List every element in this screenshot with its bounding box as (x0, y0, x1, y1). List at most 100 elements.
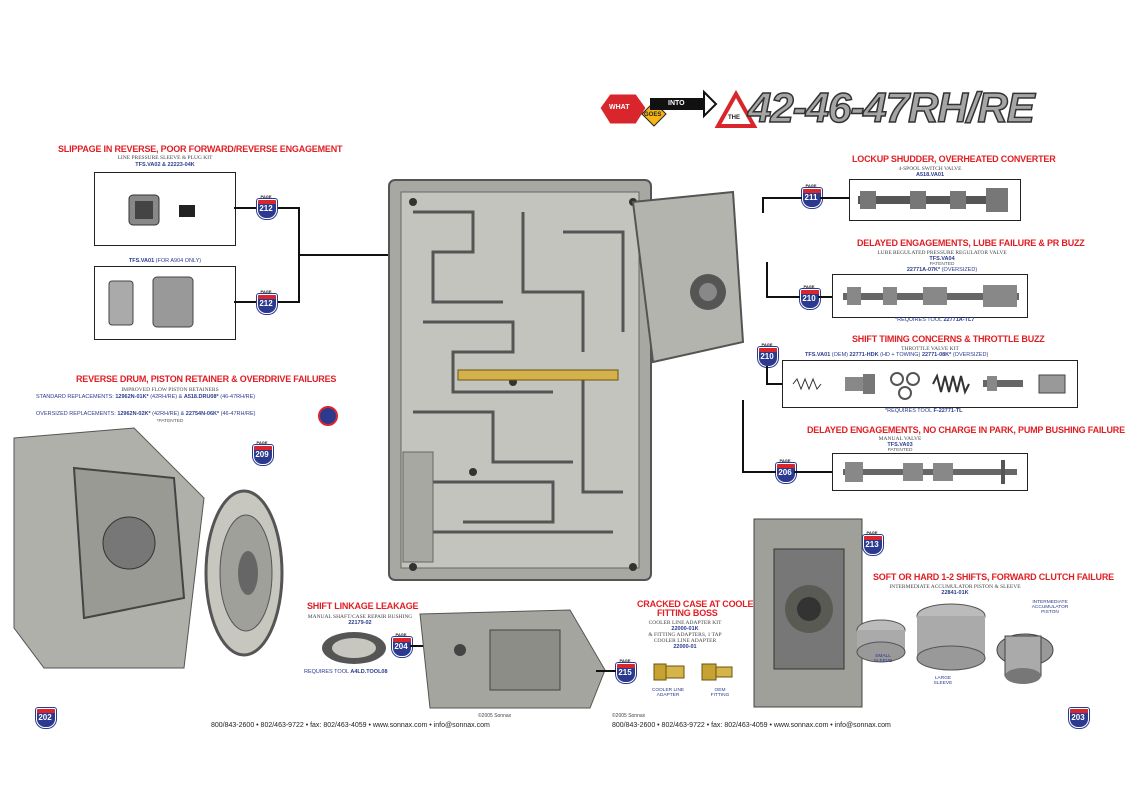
label-line: SMALL (875, 654, 891, 659)
accumulator-parts-image (856, 603, 1054, 684)
throttle-valve-kit-image (792, 372, 1066, 400)
std-replacements: STANDARD REPLACEMENTS: 12962N-01K* (42RH… (36, 394, 255, 400)
badge-label: PAGE (395, 632, 407, 637)
over-replacements: OVERSIZED REPLACEMENTS: 12962N-02K* (42R… (36, 411, 256, 417)
sign-the: THE (728, 115, 740, 121)
label-line: ADAPTER (656, 693, 680, 698)
accumulator-case-image (753, 518, 863, 708)
over-note-a: (42RH/RE) & (152, 411, 185, 417)
delayed-park-part-box (832, 453, 1028, 491)
cooler-fittings-image (653, 663, 733, 681)
delayed-park-heading: DELAYED ENGAGEMENTS, NO CHARGE IN PARK, … (807, 425, 1125, 435)
over-label: OVERSIZED REPLACEMENTS: (36, 411, 116, 417)
over-note-b: (46-47RH/RE) (220, 411, 256, 417)
connector-line (276, 207, 298, 209)
right-footer: 800/843-2600 • 802/463-9722 • fax: 802/4… (612, 722, 891, 729)
reverse-drum-desc: IMPROVED FLOW PISTON RETAINERS (121, 387, 219, 393)
slippage-part2-pn: TFS.VA01 (128, 258, 155, 264)
cracked-desc3: COOLER LINE ADAPTER (653, 638, 717, 644)
page-badge-215[interactable]: PAGE 215 (616, 658, 636, 683)
slippage-part2-note: (FOR A904 ONLY) (155, 258, 202, 264)
page-number-text: 202 (38, 713, 52, 722)
delayed-lube-pn: TFS.VA04 (929, 256, 955, 262)
shift-linkage-heading: SHIFT LINKAGE LEAKAGE (307, 601, 419, 611)
oem-fitting-label: OEM FITTING (700, 688, 740, 698)
shift-timing-desc: THROTTLE VALVE KIT (901, 346, 959, 352)
large-sleeve-label: LARGE SLEEVE (918, 676, 968, 686)
manual-valve-image (843, 460, 1017, 484)
badge-number: 212 (259, 299, 273, 308)
what-goes-into-signs (599, 89, 758, 128)
connector-line (742, 400, 744, 472)
label-line: FITTING (710, 693, 730, 698)
label-line: OEM (714, 688, 726, 693)
connector-line (766, 366, 768, 384)
sleeve-image (108, 276, 194, 328)
pn-c: 22771-08K* (921, 352, 952, 358)
label-line: COOLER LINE (651, 688, 685, 693)
label-line: SLEEVE (933, 681, 953, 686)
soft-hard-pn: 22841-01K (941, 590, 969, 596)
soft-hard-desc: INTERMEDIATE ACCUMULATOR PISTON & SLEEVE (889, 584, 1021, 590)
page-badge-212[interactable]: PAGE 212 (257, 194, 277, 219)
pn-a-note: (OEM) (831, 352, 848, 358)
lockup-part-box (849, 179, 1021, 221)
small-sleeve-label: SMALL SLEEVE (858, 654, 908, 664)
pn2-note: (OVERSIZED) (941, 267, 978, 273)
page-badge-211[interactable]: PAGE 211 (802, 183, 822, 208)
sign-goes: GOES (644, 112, 662, 118)
pr-valve-image (843, 285, 1019, 307)
lockup-heading: LOCKUP SHUDDER, OVERHEATED CONVERTER (852, 154, 1056, 164)
delayed-lube-heading: DELAYED ENGAGEMENTS, LUBE FAILURE & PR B… (857, 238, 1085, 248)
patent-logo (318, 406, 338, 426)
delayed-lube-patented: PATENTED (929, 262, 955, 267)
title-banner: WHAT GOES INTO THE 42-46-47RH/RE (599, 83, 1100, 146)
slippage-part-box-2 (94, 266, 236, 340)
lockup-pn: A518.VA01 (915, 172, 945, 178)
cracked-case-heading-1: CRACKED CASE AT COOLER (637, 599, 760, 609)
case-image (419, 609, 606, 709)
std-pn-b: A518.DRU08* (183, 394, 219, 400)
delayed-lube-tool: *REQUIRES TOOL 22771A-TL7 (895, 317, 974, 323)
connector-line (818, 296, 832, 298)
pn-b: 22771-HDK (849, 352, 879, 358)
badge-number: 209 (255, 450, 269, 459)
page-number-202: 202 (36, 708, 56, 732)
connector-line (762, 197, 764, 213)
patented-note: *PATENTED (156, 419, 184, 424)
soft-hard-heading: SOFT OR HARD 1-2 SHIFTS, FORWARD CLUTCH … (873, 572, 1114, 582)
badge-label: PAGE (260, 194, 272, 199)
left-footer: 800/843-2600 • 802/463-9722 • fax: 802/4… (211, 722, 490, 729)
cracked-desc1: COOLER LINE ADAPTER KIT (648, 620, 722, 626)
badge-number: 206 (778, 468, 792, 477)
page-badge-204[interactable]: PAGE 204 (392, 632, 412, 657)
pn-c-note: (OVERSIZED) (952, 352, 989, 358)
label-line: SLEEVE (873, 659, 893, 664)
left-copyright: ©2005 Sonnax (478, 713, 512, 719)
badge-label: PAGE (779, 458, 791, 463)
badge-number: 210 (802, 294, 816, 303)
page-badge-213[interactable]: PAGE 213 (863, 530, 883, 555)
connector-line (298, 254, 388, 256)
tool-label: REQUIRES TOOL (304, 669, 349, 675)
badge-label: PAGE (260, 289, 272, 294)
page-badge-209[interactable]: PAGE 209 (253, 440, 273, 465)
page-badge-210[interactable]: PAGE 210 (800, 284, 820, 309)
shift-linkage-tool: REQUIRES TOOL A4LD.TOOL08 (304, 669, 388, 675)
right-copyright: ©2005 Sonnax (612, 713, 646, 719)
label-line: LARGE (934, 676, 952, 681)
page-badge-210[interactable]: PAGE 210 (758, 342, 778, 367)
badge-number: 213 (865, 540, 879, 549)
connector-line (766, 262, 768, 298)
delayed-lube-part-box (832, 274, 1028, 318)
std-note-a: (42RH/RE) & (150, 394, 183, 400)
page-badge-212[interactable]: PAGE 212 (257, 289, 277, 314)
tool-label: *REQUIRES TOOL (885, 408, 932, 414)
sign-into: INTO (668, 100, 685, 107)
delayed-lube-desc: LUBE REGULATED PRESSURE REGULATOR VALVE (877, 250, 1007, 256)
connector-line (234, 207, 256, 209)
page-badge-206[interactable]: PAGE 206 (776, 458, 796, 483)
shift-timing-heading: SHIFT TIMING CONCERNS & THROTTLE BUZZ (852, 334, 1045, 344)
connector-line (276, 301, 298, 303)
over-pn-a: 12962N-02K* (117, 411, 151, 417)
